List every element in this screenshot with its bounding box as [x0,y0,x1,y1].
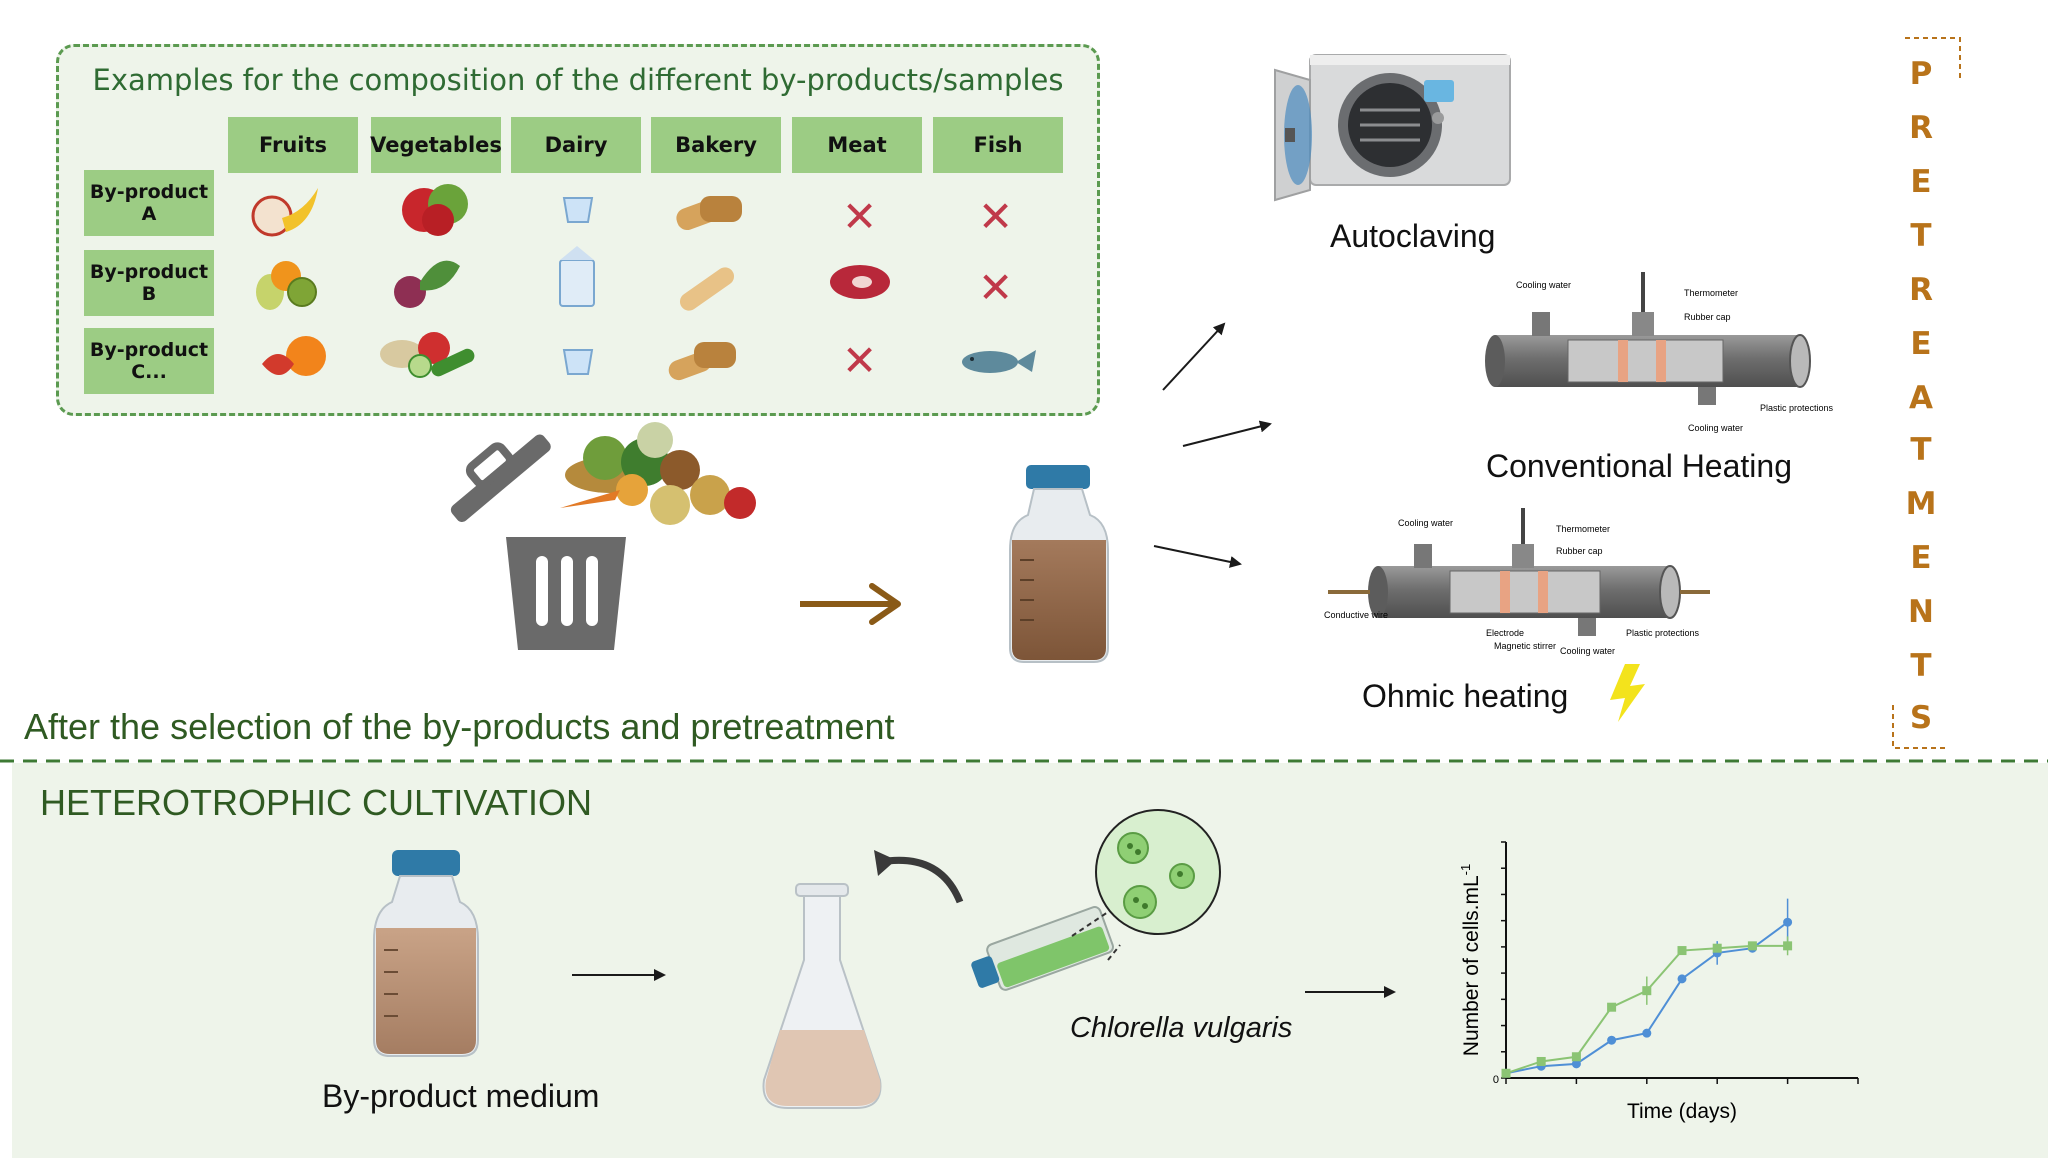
culture-flask-icon [971,906,1114,991]
lightning-icon [1610,664,1645,722]
conventional-heating-label: Conventional Heating [1486,448,1792,484]
vegetable-icon [402,184,468,236]
meat-icon [830,265,890,299]
fruit-icon [262,336,326,376]
food-waste-icon [560,422,756,525]
chart-x-label: Time (days) [1627,1100,1737,1123]
column-header-bakery: Bakery [651,117,781,173]
arrow-to-autoclaving [1162,322,1226,391]
y-tick-label-0: 0 [1493,1074,1499,1086]
trash-can-icon [450,434,626,650]
data-point [1501,1068,1511,1078]
column-header-fruits: Fruits [228,117,358,173]
data-point [1712,943,1722,953]
fruit-icon [251,188,318,237]
column-header-dairy: Dairy [511,117,641,173]
ohmic-annotation-thermometer: Thermometer [1556,524,1611,534]
fruit-icon [256,261,317,310]
vegetable-icon [380,332,475,378]
ohmic-annotation-electrode: Electrode [1486,628,1525,638]
ohmic-annotation-rubber-cap: Rubber cap [1556,546,1603,556]
composition-title: Examples for the composition of the diff… [92,63,1064,97]
ohmic-heating-label: Ohmic heating [1362,678,1569,714]
fish-icon [962,350,1036,373]
data-point [1677,946,1687,956]
data-point [1536,1056,1546,1066]
absent-mark-c-meat: ✕ [842,337,878,384]
data-point [1783,917,1793,927]
column-header-meat: Meat [792,117,922,173]
data-point [1571,1052,1581,1062]
data-point [1571,1059,1581,1069]
erlenmeyer-flask-icon [762,883,882,1109]
conventional-heating-apparatus [1485,272,1811,405]
autoclave-icon [1274,54,1511,202]
ohmic-annotation-magnetic-stirrer: Magnetic stirrer [1494,641,1557,651]
selection-caption: After the selection of the by-products a… [24,706,895,747]
conv-annotation-plastic-protections: Plastic protections [1760,403,1834,413]
pretreatments-vertical-label: P R E T R E A T M E N T S [1905,56,1937,736]
baguette-icon [679,267,735,311]
data-point [1677,974,1687,984]
conv-annotation-cooling-water-top: Cooling water [1516,280,1572,290]
vegetable-icon [394,260,460,308]
cultivation-title: HETEROTROPHIC CULTIVATION [40,782,593,823]
data-point [1642,1028,1652,1038]
microalgae-magnified-icon [1095,809,1221,935]
ohmic-annotation-conductive-wire: Conductive wire [1324,610,1389,620]
arrow-to-ohmic [1153,545,1242,568]
arrow-to-conventional [1182,420,1272,447]
conv-annotation-rubber-cap: Rubber cap [1684,312,1731,322]
data-point [1607,1002,1617,1012]
data-point [1607,1035,1617,1045]
column-header-vegetables: Vegetables [370,117,502,173]
milk-icon [559,246,595,307]
yogurt-icon [562,197,594,223]
chart-y-label: Number of cells.mL-1 [1458,864,1483,1056]
yogurt-icon [562,349,594,375]
pretreat-bracket-top [1905,37,1961,78]
organism-label: Chlorella vulgaris [1070,1012,1293,1044]
conv-annotation-cooling-water-bottom: Cooling water [1688,423,1744,433]
ohmic-annotation-cooling-water-top: Cooling water [1398,518,1454,528]
ohmic-heating-apparatus [1328,508,1710,636]
by-product-bottle-icon [1009,465,1109,663]
absent-mark-b-fish: ✕ [978,264,1014,311]
medium-bottle-icon [373,850,479,1057]
ohmic-annotation-cooling-water-bottom: Cooling water [1560,646,1616,656]
absent-mark-a-meat: ✕ [842,193,878,240]
conv-annotation-thermometer: Thermometer [1684,288,1739,298]
bread-icon [668,342,736,381]
data-point [1747,941,1757,951]
data-point [1642,986,1652,996]
growth-chart: 0 Time (days) Number of cells.mL-1 [1458,841,1859,1123]
arrow-to-bottle [800,583,901,625]
column-header-fish: Fish [933,117,1063,173]
medium-label: By-product medium [322,1078,600,1114]
inoculation-arrowhead [874,850,896,876]
data-point [1783,941,1793,951]
autoclaving-label: Autoclaving [1330,218,1496,254]
composition-icons [251,184,1036,381]
absent-mark-a-fish: ✕ [978,193,1014,240]
ohmic-annotation-plastic-protections: Plastic protections [1626,628,1700,638]
bread-icon [676,196,742,231]
